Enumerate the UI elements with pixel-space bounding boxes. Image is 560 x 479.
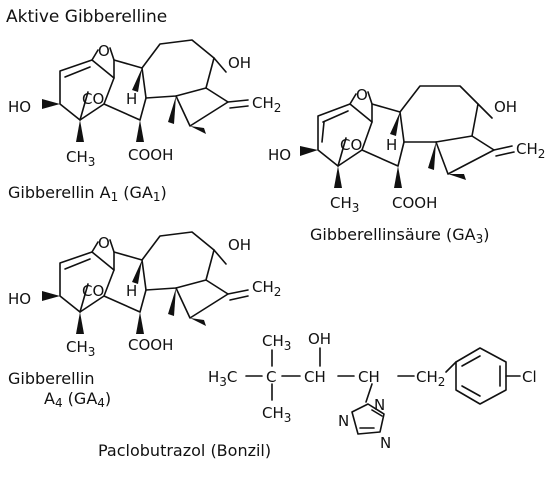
ga4-atom-o: O (98, 234, 110, 252)
ga1-wedge-d (168, 96, 176, 124)
ga4-ring-b (103, 251, 147, 313)
ga1-wedge-ho (42, 99, 60, 109)
ga3-atom-ho: HO (268, 146, 291, 164)
paclo-bond-ring (445, 361, 457, 373)
ga3-ring-a (317, 103, 373, 167)
ga4-exo-double-1 (227, 289, 249, 295)
molecule-paclobutrazol (245, 347, 521, 435)
ga1-atom-ho: HO (8, 98, 31, 116)
paclo-atom-h3c: H3C (208, 368, 237, 389)
ga3-wedge-cooh (394, 166, 402, 188)
ga4-atom-cooh: COOH (128, 336, 173, 354)
paclo-benzene (455, 347, 507, 405)
diagram-title: Aktive Gibberelline (6, 7, 167, 27)
paclo-atom-cl: Cl (522, 368, 537, 386)
ga1-atom-oh: OH (228, 54, 251, 72)
ga3-ring-b (361, 103, 405, 167)
ga4-atom-co: CO (82, 282, 104, 300)
ga3-wedge-ch3 (334, 166, 342, 188)
ga1-ring-b (103, 59, 147, 121)
ga3-wedge-h (390, 112, 400, 136)
ga3-exo-double-1 (493, 145, 513, 151)
label-paclobutrazol: Paclobutrazol (Bonzil) (98, 441, 271, 460)
ga1-atom-o: O (98, 42, 110, 60)
molecule-ga4 (42, 231, 249, 334)
label-ga3: Gibberellinsäure (GA3) (310, 225, 489, 246)
paclo-atom-ch3-top: CH3 (262, 332, 291, 353)
ga4-ring-d (175, 249, 229, 319)
ga3-ring-c (399, 85, 479, 143)
ga1-atom-cooh: COOH (128, 146, 173, 164)
ga1-wedge-h (132, 68, 142, 92)
ga3-wedge-d (428, 142, 436, 170)
ga1-ring-d (175, 57, 229, 127)
ga4-atom-oh: OH (228, 236, 251, 254)
ga3-atom-cooh: COOH (392, 194, 437, 212)
ga4-wedge-h (132, 260, 142, 284)
ga3-atom-co: CO (340, 136, 362, 154)
molecule-ga1 (42, 39, 249, 142)
ga3-atom-oh: OH (494, 98, 517, 116)
ga3-double-bond-b (321, 121, 325, 143)
ga1-wedge-c16 (190, 126, 206, 134)
ga3-exo-double-2 (495, 151, 515, 157)
paclo-atom-n-left: N (338, 412, 349, 430)
ga3-atom-h: H (386, 136, 397, 154)
ga3-atom-ch2: CH2 (516, 140, 545, 161)
ga1-atom-h: H (126, 90, 137, 108)
ga1-atom-ch2: CH2 (252, 94, 281, 115)
paclo-atom-ch-1: CH (304, 368, 326, 386)
ga1-wedge-ch3 (76, 120, 84, 142)
ga4-wedge-c16 (190, 318, 206, 326)
ga4-atom-ho: HO (8, 290, 31, 308)
ga3-wedge-ho (300, 146, 318, 156)
ga1-exo-double-1 (227, 99, 249, 103)
label-ga1: Gibberellin A1 (GA1) (8, 183, 167, 204)
paclo-atom-ch2: CH2 (416, 368, 445, 389)
ga4-wedge-cooh (136, 312, 144, 334)
ga1-atom-co: CO (82, 90, 104, 108)
label-ga4-line1: Gibberellin (8, 369, 95, 388)
paclo-bond-triazole (365, 383, 373, 403)
ga3-atom-o: O (356, 86, 368, 104)
ga1-double-bond (64, 66, 91, 78)
paclo-atom-ch3-bottom: CH3 (262, 404, 291, 425)
ga3-wedge-c16 (448, 174, 466, 180)
ga4-exo-double-2 (229, 295, 249, 301)
molecule-ga3 (300, 85, 515, 188)
ga4-wedge-ch3 (76, 312, 84, 334)
ga1-ring-c (141, 39, 215, 99)
ga4-atom-ch3: CH3 (66, 338, 95, 359)
ga3-ring-d (435, 103, 495, 175)
label-ga4-line2: A4 (GA4) (44, 389, 111, 410)
ga3-double-bond (322, 110, 349, 123)
paclo-atom-n-top: N (374, 396, 385, 414)
paclo-atom-ch-2: CH (358, 368, 380, 386)
paclo-triazole-db-1 (371, 409, 383, 417)
ga1-exo-double-2 (229, 105, 249, 109)
ga4-atom-h: H (126, 282, 137, 300)
ga1-atom-ch3: CH3 (66, 148, 95, 169)
ga4-wedge-ho (42, 291, 60, 301)
ga1-wedge-cooh (136, 120, 144, 142)
paclo-atom-c: C (266, 368, 276, 386)
ga3-atom-ch3: CH3 (330, 194, 359, 215)
paclo-benzene-db-3 (461, 385, 481, 397)
paclo-triazole (351, 403, 385, 435)
paclo-atom-n-bottom: N (380, 434, 391, 452)
ga4-double-bond (64, 258, 91, 270)
paclo-benzene-db-1 (461, 355, 481, 367)
ga4-atom-ch2: CH2 (252, 278, 281, 299)
ga4-wedge-d (168, 288, 176, 316)
ga4-ring-c (141, 231, 215, 291)
paclo-atom-oh: OH (308, 330, 331, 348)
